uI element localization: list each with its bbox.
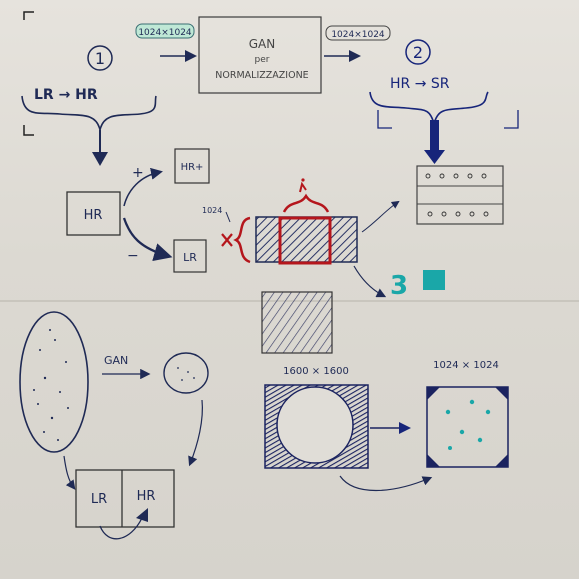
hr-plus-label: HR+ (181, 162, 204, 173)
step2-brace (369, 91, 489, 125)
step2-thick-arrow-shaft (430, 120, 439, 154)
sr-result-dots-row1 (425, 173, 487, 179)
sr-result-box (416, 165, 504, 225)
small-circle-dots (177, 367, 195, 381)
hr-box-label: HR (84, 208, 103, 223)
corner-mark-top-left (23, 11, 34, 20)
plus-sign: + (132, 165, 144, 181)
step2-flow: HR → SR (390, 76, 450, 92)
step1-flow: LR → HR (34, 87, 98, 103)
gan-box-line2: per (255, 55, 270, 65)
hr-plus-box (174, 148, 210, 184)
sr-result-dots-row2 (427, 211, 489, 217)
size-1600-label: 1600 × 1600 (283, 366, 349, 377)
white-circle (276, 386, 354, 464)
gan-box-line1: GAN (249, 37, 275, 51)
pair-hr-label: HR (137, 489, 156, 504)
teal-dots (445, 399, 491, 450)
size-out-label: 1024×1024 (331, 30, 385, 40)
arrow-to-sr-result (361, 200, 400, 233)
arrow-to-three (353, 265, 387, 298)
size-in-label: 1024×1024 (138, 28, 192, 38)
lr-box (173, 239, 207, 273)
large-ellipse (19, 311, 89, 453)
arrow-circle-to-pair (188, 399, 203, 467)
teal-square (423, 270, 445, 290)
small-circle (163, 352, 209, 394)
size-out-outline (325, 25, 391, 41)
step1-number: 1 (95, 49, 105, 68)
red-top-dot (301, 178, 305, 182)
hr-box (66, 191, 121, 236)
size-in-highlight (135, 23, 195, 39)
gan-box-line3: NORMALIZZAZIONE (215, 70, 308, 81)
pair-box (75, 469, 175, 528)
patch-size-label: 1024 (202, 206, 222, 215)
arrow-to-hr-plus (123, 167, 163, 207)
step2-thick-arrowhead (424, 150, 445, 164)
pair-loop-arrow (99, 517, 143, 540)
pair-loop-arrowhead (136, 508, 148, 522)
result-square-corners (427, 387, 508, 467)
hatched-square (261, 291, 333, 354)
red-cross (221, 233, 233, 247)
step2-circle (405, 39, 431, 65)
step1-circle (87, 45, 113, 71)
three-label: 3 (390, 271, 408, 301)
step1-down-arrowhead (92, 152, 108, 166)
red-top-hook (299, 181, 307, 193)
step2-corner-right (504, 110, 519, 129)
size-1024-label: 1024 × 1024 (433, 360, 499, 371)
red-brace (233, 216, 251, 264)
patch-size-tick (225, 211, 231, 223)
arrow-bottom-curve (339, 475, 433, 491)
pair-lr-label: LR (91, 492, 107, 507)
arrow-to-lr (122, 217, 173, 262)
result-square (426, 386, 509, 468)
arrow-ellipse-to-pair (63, 455, 76, 490)
ellipse-dots (33, 329, 69, 441)
red-top-brace (282, 193, 330, 213)
lr-box-label: LR (183, 251, 197, 264)
minus-sign: − (127, 248, 139, 264)
red-patch-square (278, 216, 332, 265)
step2-number: 2 (413, 43, 423, 62)
hatched-strip (255, 216, 358, 263)
gan-label: GAN (104, 354, 128, 367)
corner-mark-bottom-left (23, 125, 34, 136)
step2-corner-left (377, 110, 392, 129)
gan-box (198, 16, 322, 94)
